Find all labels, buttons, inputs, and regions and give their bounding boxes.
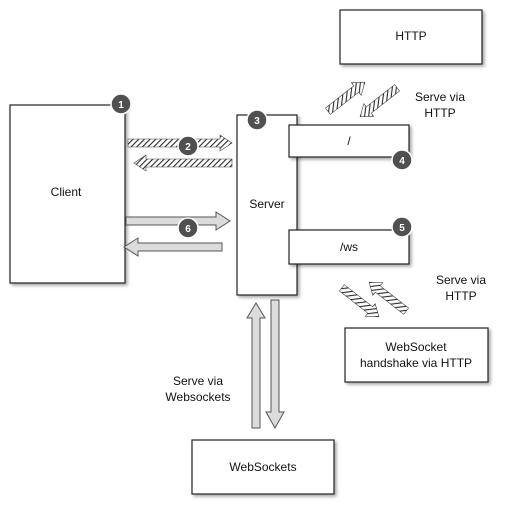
arrow-root-to-http — [324, 81, 366, 115]
server-box: Server — [236, 114, 298, 296]
arrow-websockets-to-server — [246, 302, 266, 429]
ws-handshake-label-line2: handshake via HTTP — [360, 356, 472, 370]
svg-text:6: 6 — [185, 224, 191, 235]
note-serve-http-top-line1: Serve via — [415, 90, 465, 104]
arrow-client-to-server-ws — [125, 211, 231, 231]
arrow-server-to-client-response — [133, 154, 233, 172]
note-serve-ws-line1: Serve via — [173, 374, 223, 388]
server-label: Server — [249, 197, 284, 211]
websockets-label: WebSockets — [229, 460, 296, 474]
note-serve-http-bottom: Serve via HTTP — [436, 273, 486, 303]
note-serve-ws-line2: Websockets — [165, 390, 230, 404]
badge-step-5: 5 — [391, 216, 413, 238]
http-box: HTTP — [339, 9, 483, 65]
note-serve-http-top-line2: HTTP — [424, 106, 455, 120]
svg-text:5: 5 — [399, 223, 405, 234]
client-label: Client — [51, 185, 82, 199]
ws-handshake-box: WebSocket handshake via HTTP — [344, 327, 489, 383]
badge-step-1: 1 — [110, 93, 132, 115]
ws-handshake-label-line1: WebSocket — [385, 340, 447, 354]
svg-text:1: 1 — [118, 100, 124, 111]
note-serve-http-bottom-line1: Serve via — [436, 273, 486, 287]
svg-text:2: 2 — [185, 142, 191, 153]
svg-text:3: 3 — [254, 116, 260, 127]
http-label: HTTP — [395, 29, 426, 43]
note-serve-http-bottom-line2: HTTP — [445, 289, 476, 303]
badge-step-4: 4 — [391, 149, 413, 171]
arrow-handshake-to-ws — [368, 281, 410, 315]
arrow-server-to-client-ws — [123, 237, 223, 257]
badge-step-6: 6 — [177, 217, 199, 239]
arrow-server-to-websockets — [265, 299, 285, 430]
route-ws-box: /ws — [288, 229, 410, 265]
arrow-ws-to-handshake — [338, 284, 380, 318]
note-serve-websockets: Serve via Websockets — [165, 374, 230, 404]
route-ws-label: /ws — [340, 240, 358, 254]
arrow-http-to-root — [359, 84, 401, 118]
websockets-box: WebSockets — [191, 439, 335, 495]
badge-step-3: 3 — [246, 109, 268, 131]
client-box: Client — [9, 104, 126, 284]
svg-text:4: 4 — [399, 156, 405, 167]
route-root-label: / — [347, 134, 351, 148]
note-serve-http-top: Serve via HTTP — [415, 90, 465, 120]
route-root-box: / — [288, 124, 410, 158]
badge-step-2: 2 — [177, 135, 199, 157]
